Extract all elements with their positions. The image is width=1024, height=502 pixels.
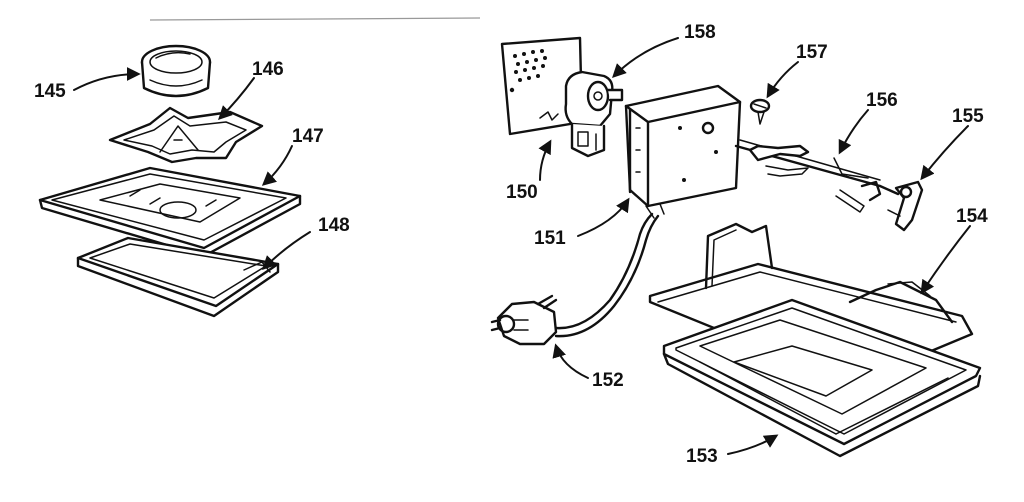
arrow-154: [920, 225, 971, 295]
part-153-roasting-pan: [662, 298, 982, 458]
arrow-150: [538, 139, 552, 181]
label-151: 151: [534, 228, 566, 249]
part-152-cord: [490, 203, 665, 346]
arrow-158: [612, 37, 679, 78]
label-154: 154: [956, 206, 988, 227]
arrow-147: [261, 145, 293, 186]
part-155-handle: [878, 180, 924, 232]
label-145: 145: [34, 81, 66, 102]
arrow-157: [766, 61, 799, 99]
label-156: 156: [866, 90, 898, 111]
part-156-spit-fork: [734, 139, 882, 213]
label-155: 155: [952, 106, 984, 127]
leader-arrows: [73, 37, 971, 455]
arrow-146: [218, 77, 255, 120]
label-152: 152: [592, 370, 624, 391]
part-146-bracket: [108, 106, 264, 164]
part-148-drip-pan: [76, 236, 280, 318]
label-153: 153: [686, 446, 718, 467]
top-rule: [149, 17, 481, 21]
part-157-screw: [749, 98, 771, 125]
arrow-145: [73, 67, 141, 91]
label-148: 148: [318, 215, 350, 236]
part-labels: 145 146 147 148 150 151 152 153 154 155 …: [34, 22, 988, 467]
label-150: 150: [506, 182, 538, 203]
arrow-151: [577, 197, 630, 237]
arrow-152: [552, 343, 589, 379]
part-147-tray: [38, 166, 302, 258]
label-147: 147: [292, 126, 324, 147]
arrow-156: [838, 109, 869, 155]
arrow-153: [727, 434, 779, 455]
part-158-motor: [564, 70, 624, 158]
label-157: 157: [796, 42, 828, 63]
arrow-148: [262, 231, 311, 270]
label-146: 146: [252, 59, 284, 80]
arrow-155: [920, 125, 969, 181]
part-145-knob: [140, 44, 212, 98]
part-151-gearbox: [624, 84, 742, 208]
label-158: 158: [684, 22, 716, 43]
